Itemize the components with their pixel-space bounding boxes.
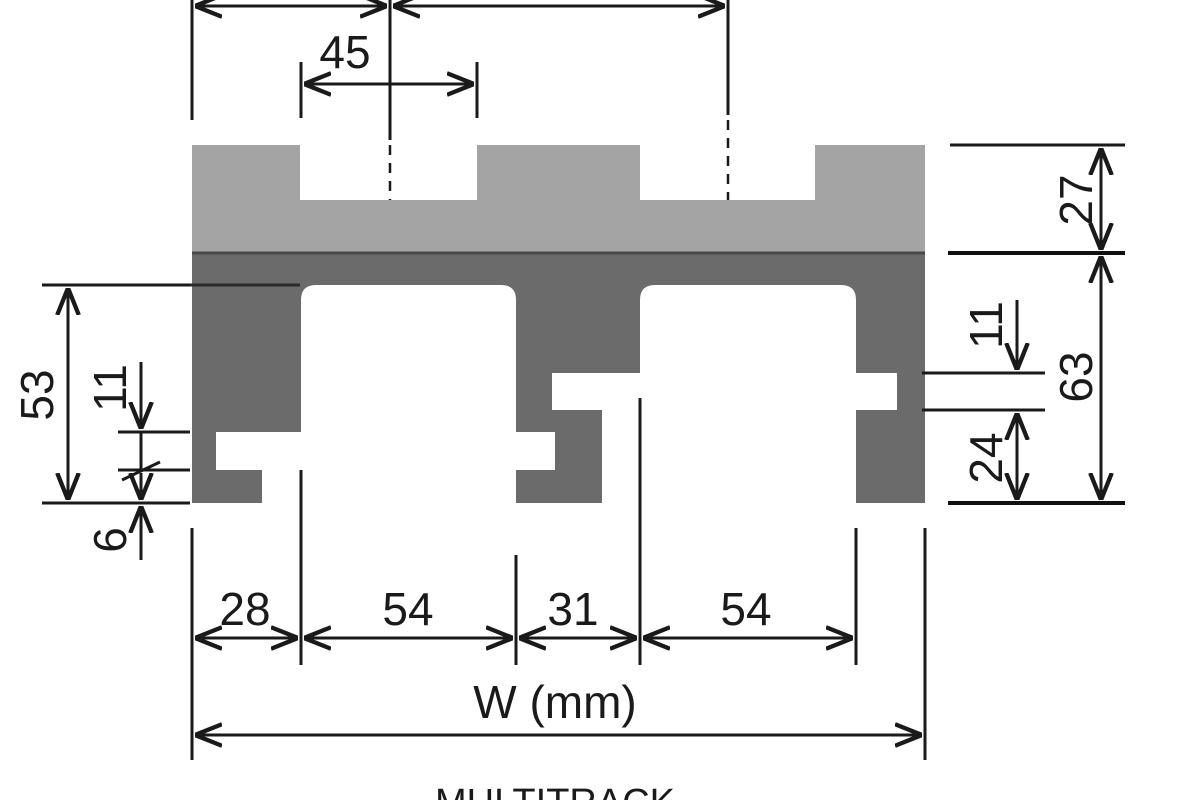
top-dimensions: 45: [190, 0, 730, 200]
rail-top-part: [192, 145, 925, 253]
segment-4-label: 54: [720, 583, 771, 635]
right-lower-height-label: 24: [960, 432, 1012, 483]
left-height-label: 53: [11, 369, 63, 420]
segment-3-label: 31: [547, 583, 598, 635]
total-width-label: W (mm): [473, 676, 636, 728]
left-dimensions: 53 11 6: [11, 283, 190, 560]
rail-profile: [190, 145, 925, 503]
top-slot-width-label: 45: [319, 26, 370, 78]
segment-1-label: 28: [219, 583, 270, 635]
diagram-caption: MULTITRACK: [435, 782, 675, 800]
bottom-dimensions: 28 54 31 54 W (mm): [190, 398, 927, 760]
right-dimensions: 27 63 11 24: [922, 143, 1125, 505]
total-height-label: 63: [1050, 351, 1102, 402]
top-height-label: 27: [1050, 174, 1102, 225]
rail-bottom-part: [192, 253, 925, 503]
segment-2-label: 54: [382, 583, 433, 635]
left-slot-height-label: 11: [84, 364, 136, 412]
right-slot-height-label: 11: [960, 301, 1012, 349]
left-lip-height-label: 6: [84, 527, 136, 553]
